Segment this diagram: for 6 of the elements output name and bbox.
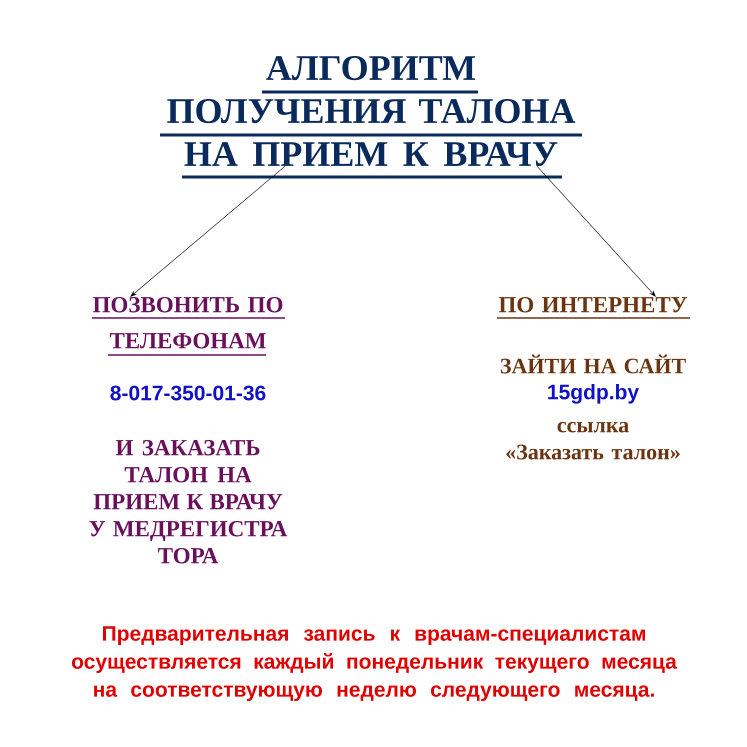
note: Предварительная запись к врачам-специалистам осуществляется каждый понедельник текущего месяца на соответствующую неделю следующего месяца. — [72, 626, 677, 702]
arrow — [130, 166, 286, 297]
instruction-column: ПОЗВОНИТЬ ПО ТЕЛЕФОНАМ 8-017-350-01-36 И ЗАКАЗАТЬ ТАЛОН НА ПРИЕМ К ВРАЧУ У МЕДРЕГИСТРА ТОРА — [89, 297, 288, 564]
instruction-column: ПО ИНТЕРНЕТУ ЗАЙТИ НА САЙТ 15gdp.by ссылка «Заказать талон» — [497, 297, 690, 460]
arrow — [536, 166, 656, 297]
title: АЛГОРИТМ ПОЛУЧЕНИЯ ТАЛОНА НА ПРИЕМ К ВРАЧУ — [160, 56, 582, 178]
